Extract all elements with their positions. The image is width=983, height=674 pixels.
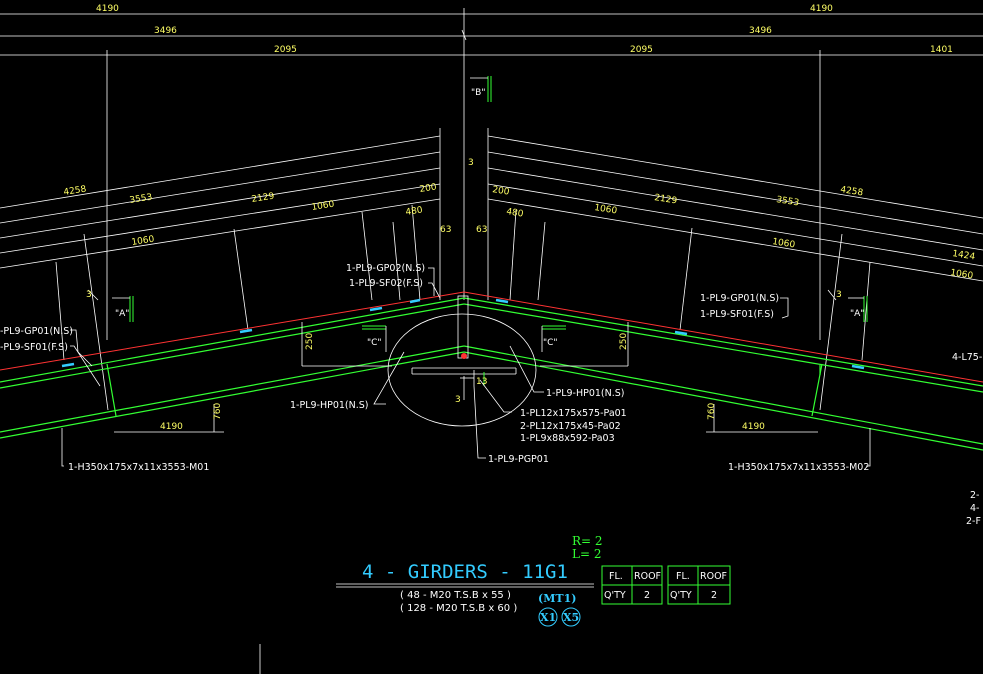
section-a-left-marker [87,289,134,322]
dim-sl-200: 200 [419,182,438,195]
section-a-left-tag: "A" [115,309,129,319]
dim-right-2095: 2095 [630,45,653,55]
dim-sr-200: 200 [492,185,511,198]
dim-sl-480: 480 [405,205,424,218]
label-m02: 1-H350x175x7x11x3553-M02 [728,462,869,473]
mark-x1-circle [538,607,558,627]
dim-sr-4258: 4258 [840,185,864,199]
dim-left-3496: 3496 [154,26,177,36]
apex-connection [387,295,537,427]
label-edge-4: 4- [970,503,979,514]
mark-mt1: (MT1) [538,592,576,605]
label-sf02: 1-PL9-SF02(F.S) [349,278,423,289]
section-a-right-marker [827,289,868,322]
dim-left-2095: 2095 [274,45,297,55]
dim-right-1401: 1401 [930,45,953,55]
dim-sr-1424: 1424 [952,249,976,263]
mark-x1: X1 [540,611,556,624]
section-c-left-marker [362,325,387,352]
qty2-value: 2 [711,590,717,601]
left-count: L= 2 [572,547,601,561]
dim-sr-1060: 1060 [594,203,618,217]
label-hp01-right: 1-PL9-HP01(N.S) [546,388,625,399]
section-c-right-marker [541,325,566,352]
qty1-value: 2 [644,590,650,601]
roof-line [0,291,983,383]
qty1-header-fl: FL. [609,571,623,582]
dim-4190-left: 4190 [160,422,183,432]
left-sloped-dimensions [0,128,441,411]
dim-top-right-4190: 4190 [810,4,833,14]
dim-sl-1060b: 1060 [131,234,155,248]
right-count: R= 2 [572,534,603,548]
dim-sr-1060c: 1060 [950,268,974,282]
dim-l-3: 3 [86,290,92,300]
label-gp01-left: -PL9-GP01(N.S) [0,326,73,337]
label-sf01-left: -PL9-SF01(F.S) [0,342,68,353]
dim-sr-63: 63 [476,225,487,235]
label-edge-2b: 2-F [966,516,981,527]
dim-760-left: 760 [213,403,223,420]
mark-x5: X5 [563,611,579,624]
drawing-title: 4 - GIRDERS - 11G1 [362,561,568,583]
label-sf01-right: 1-PL9-SF01(F.S) [700,309,774,320]
dim-sl-63: 63 [440,225,451,235]
label-hp01-left: 1-PL9-HP01(N.S) [290,400,369,411]
dim-250-right: 250 [619,333,629,350]
qty2-row-label: Q'TY [670,590,692,601]
leader-lines [61,267,871,674]
label-pgp01: 1-PL9-PGP01 [488,454,549,465]
dim-sr-1060b: 1060 [772,237,796,251]
label-m01: 1-H350x175x7x11x3553-M01 [68,462,209,473]
qty1-header-roof: ROOF [634,571,661,582]
dim-sr-3553: 3553 [776,195,800,208]
section-b-marker [470,76,492,102]
mark-x5-circle [561,607,581,627]
section-c-right-tag: "C" [543,338,558,348]
dim-r-3: 3 [836,290,842,300]
qty2-header-fl: FL. [676,571,690,582]
label-gp02: 1-PL9-GP02(N.S) [346,263,425,274]
label-edge-2: 2- [970,490,979,501]
right-sloped-dimensions [487,128,983,411]
dim-apex-3: 3 [468,158,474,168]
label-pa02: 2-PL12x175x45-Pa02 [520,421,621,432]
bolts-line-1: ( 48 - M20 T.S.B x 55 ) [400,590,511,601]
girder-right [463,297,983,451]
dim-sl-3553: 3553 [129,193,153,206]
dim-sl-2129: 2129 [251,191,275,205]
label-pa01: 1-PL12x175x575-Pa01 [520,408,627,419]
section-c-left-tag: "C" [367,338,382,348]
dim-760-right: 760 [707,403,717,420]
section-b-tag: "B" [471,88,485,98]
dim-sr-2129: 2129 [654,193,678,207]
purlin-clips [61,298,865,370]
depth-dims [114,322,818,433]
top-dimension-lines [0,8,983,340]
dim-sr-480: 480 [506,207,525,220]
qty-table-2 [667,565,731,605]
bolts-line-2: ( 128 - M20 T.S.B x 60 ) [400,603,517,614]
dim-right-3496: 3496 [749,26,772,36]
dim-sl-1060: 1060 [311,199,335,213]
dim-4190-right: 4190 [742,422,765,432]
label-gp01-right: 1-PL9-GP01(N.S) [700,293,779,304]
dim-b-3: 3 [455,395,461,405]
label-pa03: 1-PL9x88x592-Pa03 [520,433,615,444]
qty1-row-label: Q'TY [604,590,626,601]
dim-sl-4258: 4258 [63,184,87,198]
dim-250-left: 250 [305,333,315,350]
label-l75: 4-L75- [952,352,982,363]
dim-top-left-4190: 4190 [96,4,119,14]
qty-table-1 [601,565,663,605]
qty2-header-roof: ROOF [700,571,727,582]
section-a-right-tag: "A" [850,309,864,319]
